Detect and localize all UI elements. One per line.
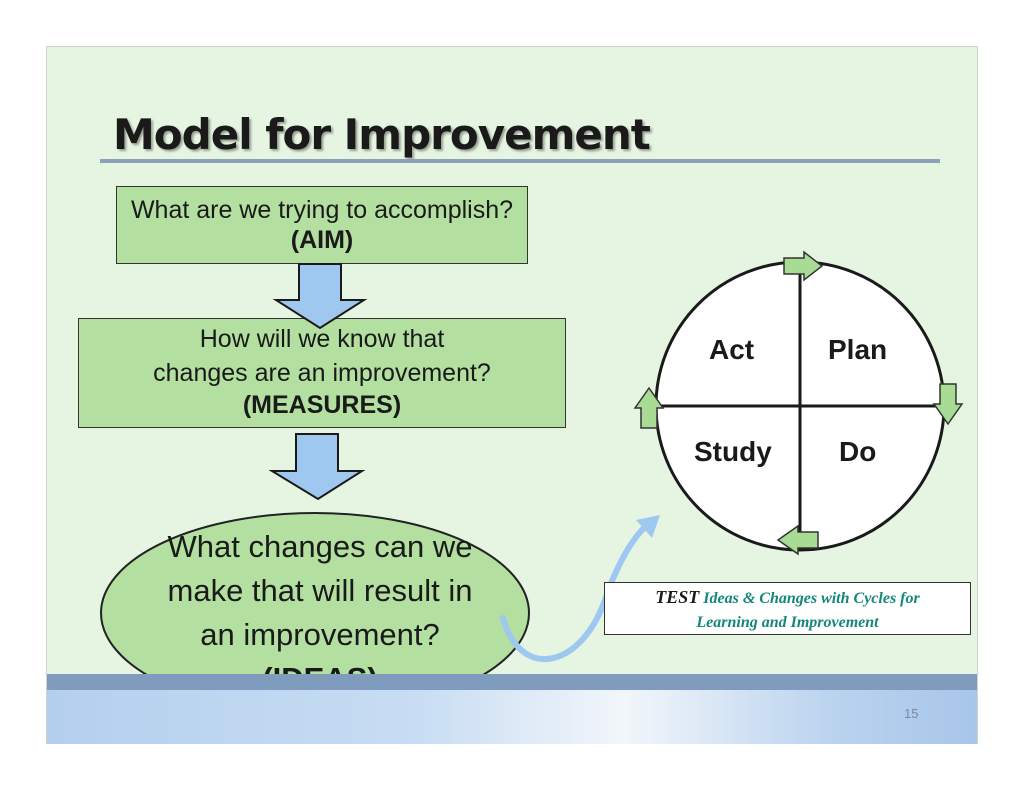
page-title: Model for Improvement — [113, 110, 651, 159]
ideas-line1: What changes can we — [167, 529, 473, 564]
test-rest-line2: Learning and Improvement — [696, 614, 879, 631]
aim-question: What are we trying to accomplish? — [130, 196, 514, 224]
footer-gradient — [47, 690, 977, 744]
measures-line1: How will we know that — [199, 325, 445, 353]
curved-arrow-head — [636, 515, 660, 538]
aim-label: (AIM) — [290, 226, 354, 254]
cycle-arrow-bottom-left — [776, 524, 819, 556]
test-box: TEST Ideas & Changes with Cycles for Lea… — [604, 582, 971, 635]
test-strong: TEST — [655, 587, 700, 607]
test-box-line1: TEST Ideas & Changes with Cycles for — [605, 585, 970, 611]
aim-box: What are we trying to accomplish? (AIM) — [116, 186, 528, 264]
down-arrow-measures-to-ideas — [268, 433, 366, 501]
measures-label: (MEASURES) — [242, 391, 402, 419]
footer-band — [47, 674, 977, 690]
curved-arrow — [500, 521, 651, 662]
cycle-arrow-top-right — [783, 250, 824, 282]
test-rest-line1: Ideas & Changes with Cycles for — [703, 590, 920, 607]
cycle-label-act: Act — [709, 334, 755, 365]
title-underline — [100, 159, 940, 163]
ideas-line3: an improvement? — [200, 617, 440, 652]
cycle-label-plan: Plan — [828, 334, 888, 365]
cycle-arrow-left-up — [633, 386, 665, 429]
cycle-label-do: Do — [839, 436, 877, 467]
cycle-arrow-right-down — [932, 383, 964, 426]
cycle-label-study: Study — [694, 436, 772, 467]
measures-box: How will we know that changes are an imp… — [78, 318, 566, 428]
ideas-line2: make that will result in — [167, 573, 473, 608]
down-arrow-aim-to-measures — [272, 263, 368, 330]
measures-line2: changes are an improvement? — [153, 359, 491, 387]
page-number: 15 — [904, 706, 919, 721]
